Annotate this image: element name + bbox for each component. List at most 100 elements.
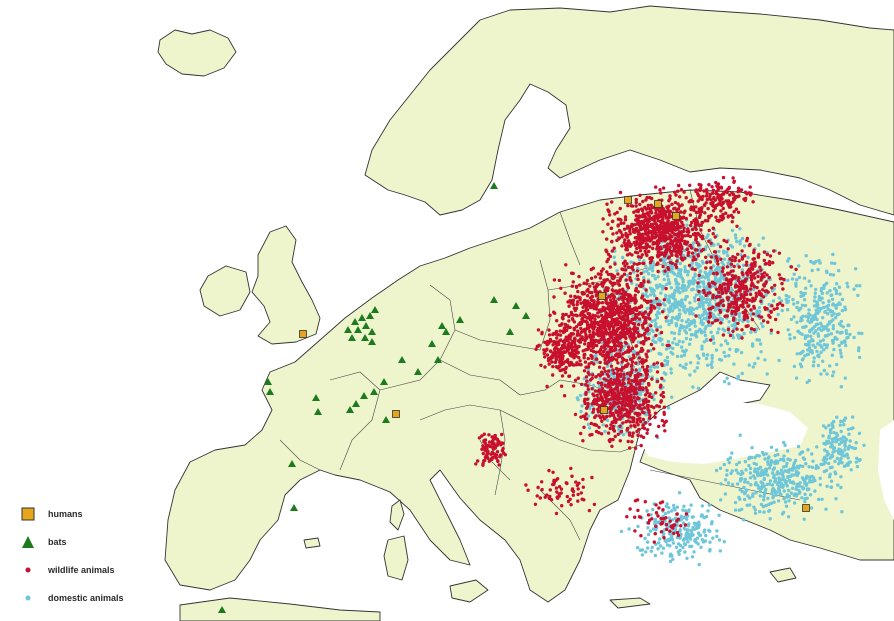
wildlife-animal-marker	[639, 434, 643, 438]
wildlife-animal-marker	[763, 289, 767, 293]
domestic-animal-marker	[753, 511, 758, 515]
wildlife-animal-marker	[637, 214, 642, 218]
wildlife-animal-marker	[573, 378, 578, 382]
domestic-animal-marker	[794, 487, 798, 491]
domestic-animal-marker	[752, 287, 756, 292]
wildlife-animal-marker	[536, 328, 541, 332]
domestic-animal-marker	[717, 538, 722, 542]
wildlife-animal-marker	[646, 235, 651, 239]
wildlife-animal-marker	[552, 278, 557, 282]
domestic-animal-marker	[667, 506, 671, 510]
domestic-animal-marker	[709, 330, 713, 334]
wildlife-animal-marker	[632, 355, 636, 360]
wildlife-animal-marker	[585, 404, 590, 409]
domestic-animal-marker	[675, 505, 680, 509]
domestic-animal-marker	[738, 488, 742, 492]
wildlife-animal-marker	[744, 301, 749, 305]
wildlife-animal-marker	[568, 325, 572, 330]
domestic-animal-marker	[683, 509, 688, 513]
wildlife-animal-marker	[746, 273, 750, 277]
wildlife-animal-marker	[558, 329, 562, 333]
wildlife-animal-marker	[593, 415, 597, 420]
domestic-animal-marker	[801, 314, 805, 318]
wildlife-animal-marker	[477, 436, 482, 440]
wildlife-animal-marker	[588, 329, 592, 334]
wildlife-animal-marker	[641, 212, 646, 216]
wildlife-animal-marker	[658, 303, 662, 307]
domestic-animal-marker	[846, 427, 851, 431]
domestic-animal-marker	[847, 432, 851, 436]
domestic-animal-marker	[810, 465, 815, 469]
wildlife-animal-marker	[537, 343, 541, 347]
wildlife-animal-marker	[604, 399, 608, 403]
wildlife-animal-marker	[637, 231, 641, 236]
sardinia	[383, 535, 409, 581]
wildlife-animal-marker	[666, 237, 670, 241]
wildlife-animal-marker	[675, 259, 679, 263]
wildlife-animal-marker	[665, 343, 669, 348]
wildlife-animal-marker	[734, 312, 738, 316]
domestic-animal-marker	[800, 496, 804, 500]
wildlife-animal-marker	[633, 411, 637, 416]
wildlife-animal-marker	[630, 334, 635, 339]
wildlife-animal-marker	[689, 223, 693, 228]
balearic-islands	[303, 537, 321, 549]
domestic-animal-marker	[822, 368, 826, 373]
domestic-animal-marker	[738, 227, 742, 231]
wildlife-animal-marker	[734, 293, 738, 297]
domestic-animal-marker	[758, 465, 763, 469]
wildlife-animal-marker	[647, 410, 651, 415]
wildlife-animal-marker	[614, 332, 618, 336]
domestic-animal-marker	[806, 315, 810, 320]
domestic-animal-marker	[640, 548, 644, 552]
domestic-animal-marker	[678, 536, 682, 540]
domestic-animal-marker	[671, 346, 675, 351]
domestic-animal-marker	[811, 261, 815, 265]
domestic-animal-marker	[666, 274, 670, 278]
wildlife-animal-marker	[643, 249, 647, 253]
wildlife-animal-marker	[494, 456, 498, 460]
domestic-animal-marker	[701, 307, 706, 311]
wildlife-animal-marker	[596, 300, 600, 304]
wildlife-animal-marker	[730, 300, 734, 305]
wildlife-animal-marker	[630, 224, 634, 228]
wildlife-animal-marker	[620, 244, 624, 248]
wildlife-animal-marker	[637, 261, 642, 266]
wildlife-animal-marker	[749, 327, 754, 331]
domestic-animal-marker	[693, 539, 697, 543]
wildlife-animal-marker	[609, 320, 614, 324]
wildlife-animal-marker	[611, 389, 615, 394]
domestic-animal-marker	[777, 476, 781, 480]
domestic-animal-marker	[664, 319, 668, 323]
domestic-animal-marker	[761, 324, 765, 329]
domestic-animal-marker	[650, 319, 654, 323]
domestic-animal-marker	[657, 541, 661, 545]
wildlife-animal-marker	[583, 298, 587, 303]
domestic-animal-marker	[666, 359, 670, 363]
wildlife-animal-marker	[637, 244, 642, 249]
wildlife-animal-marker	[547, 328, 551, 332]
wildlife-animal-marker	[748, 292, 753, 297]
wildlife-animal-marker	[708, 291, 712, 295]
wildlife-animal-marker	[642, 222, 646, 227]
wildlife-animal-marker	[722, 282, 727, 286]
wildlife-animal-marker	[648, 260, 653, 265]
domestic-animal-marker	[712, 315, 717, 319]
domestic-animal-marker	[719, 498, 723, 502]
wildlife-animal-marker	[657, 229, 662, 234]
domestic-animal-marker	[747, 363, 751, 367]
wildlife-animal-marker	[648, 216, 653, 221]
domestic-animal-marker	[758, 494, 762, 498]
wildlife-animal-marker	[607, 209, 611, 214]
domestic-animal-marker	[760, 450, 765, 455]
domestic-animal-marker	[762, 510, 766, 514]
domestic-animal-marker	[820, 296, 824, 300]
domestic-animal-marker	[681, 545, 685, 550]
wildlife-animal-marker	[641, 423, 645, 427]
wildlife-animal-marker	[633, 446, 638, 450]
wildlife-animal-marker	[614, 402, 618, 406]
domestic-animal-marker	[768, 479, 773, 483]
domestic-animal-marker	[822, 343, 826, 347]
domestic-animal-marker	[790, 486, 795, 490]
domestic-animal-marker	[790, 468, 795, 472]
